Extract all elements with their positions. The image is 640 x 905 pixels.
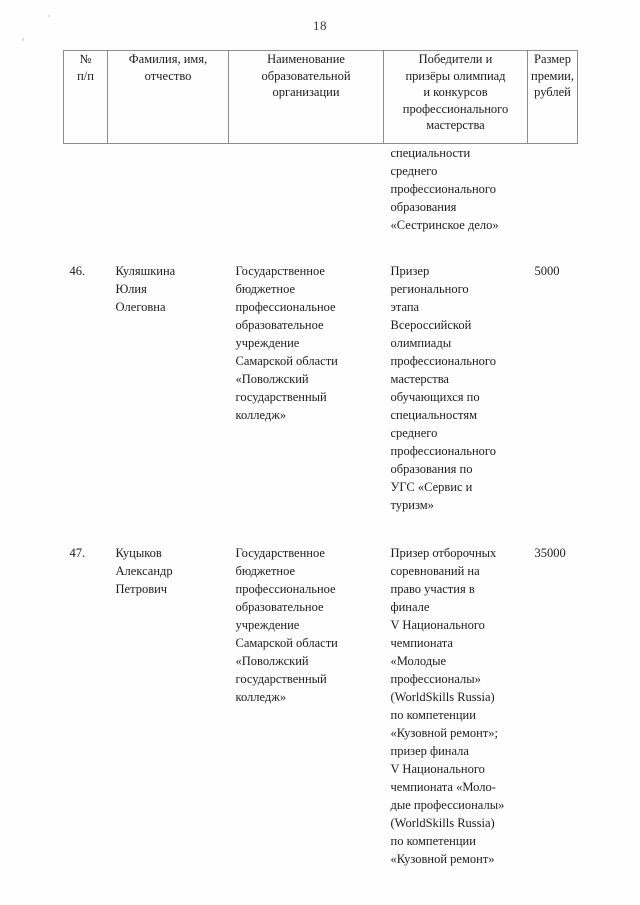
table-row: 47. Куцыков Александр Петрович Государст… [64, 544, 578, 868]
row-winners: Призер отборочных соревнований на право … [390, 546, 505, 866]
row-winners: Призер регионального этапа Всероссийской… [390, 264, 496, 512]
row-full-name: Куцыков Александр Петрович [115, 546, 173, 596]
column-header-full-name: Фамилия, имя, отчество [107, 50, 229, 144]
continued-entry-row: специальности среднего профессионального… [64, 144, 578, 235]
column-header-organization: Наименование образовательной организации [228, 50, 384, 144]
scan-speckle [48, 15, 50, 17]
row-organization: Государственное бюджетное профессиональн… [235, 264, 338, 422]
continued-number [64, 144, 108, 235]
continued-winners: специальности среднего профессионального… [390, 146, 499, 232]
continued-prize [528, 144, 578, 235]
row-prize: 35000 [534, 546, 566, 560]
scan-speckle [22, 38, 24, 41]
table-row: 46. Куляшкина Юлия Олеговна Государствен… [64, 262, 578, 514]
row-spacer [64, 514, 578, 544]
column-header-prize: Размер премии, рублей [527, 50, 578, 144]
column-header-winners: Победители и призёры олимпиад и конкурсо… [383, 50, 528, 144]
table-header-row: № п/п Фамилия, имя, отчество Наименовани… [63, 50, 578, 144]
page-number: 18 [313, 18, 327, 33]
continued-organization [229, 144, 384, 235]
row-spacer [64, 234, 578, 262]
row-number: 46. [69, 264, 86, 278]
row-organization: Государственное бюджетное профессиональн… [235, 546, 338, 704]
row-full-name: Куляшкина Юлия Олеговна [115, 264, 176, 314]
continued-full-name [108, 144, 229, 235]
row-prize: 5000 [534, 264, 560, 278]
awards-table: № п/п Фамилия, имя, отчество Наименовани… [63, 50, 578, 868]
column-header-number: № п/п [63, 50, 108, 144]
row-number: 47. [69, 546, 86, 560]
